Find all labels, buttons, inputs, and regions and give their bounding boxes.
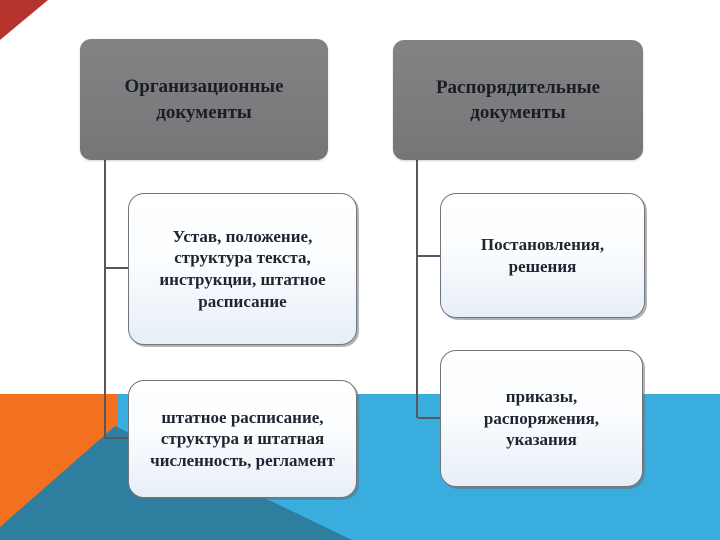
child-box-label: Постановления, решения bbox=[480, 234, 605, 276]
header-box-organizational: Организационные документы bbox=[80, 39, 328, 160]
child-box-organizational-1: Устав, положение, структура текста, инст… bbox=[128, 193, 357, 345]
connector-right-stub-1 bbox=[418, 255, 440, 257]
child-box-label: Устав, положение, структура текста, инст… bbox=[159, 226, 326, 311]
connector-right-vertical bbox=[416, 160, 418, 418]
header-label: Распорядительные документы bbox=[435, 76, 601, 123]
header-box-administrative: Распорядительные документы bbox=[393, 40, 643, 160]
child-box-administrative-2: приказы, распоряжения, указания bbox=[440, 350, 643, 487]
child-box-administrative-1: Постановления, решения bbox=[440, 193, 645, 318]
red-corner-triangle bbox=[0, 0, 48, 40]
child-box-label: штатное расписание, структура и штатная … bbox=[150, 407, 335, 470]
connector-left-vertical bbox=[104, 160, 106, 439]
connector-left-stub-1 bbox=[106, 267, 128, 269]
connector-right-stub-2 bbox=[418, 417, 440, 419]
header-label: Организационные документы bbox=[124, 76, 284, 123]
child-box-label: приказы, распоряжения, указания bbox=[483, 387, 600, 450]
child-box-organizational-2: штатное расписание, структура и штатная … bbox=[128, 380, 357, 498]
connector-left-stub-2 bbox=[106, 437, 128, 439]
